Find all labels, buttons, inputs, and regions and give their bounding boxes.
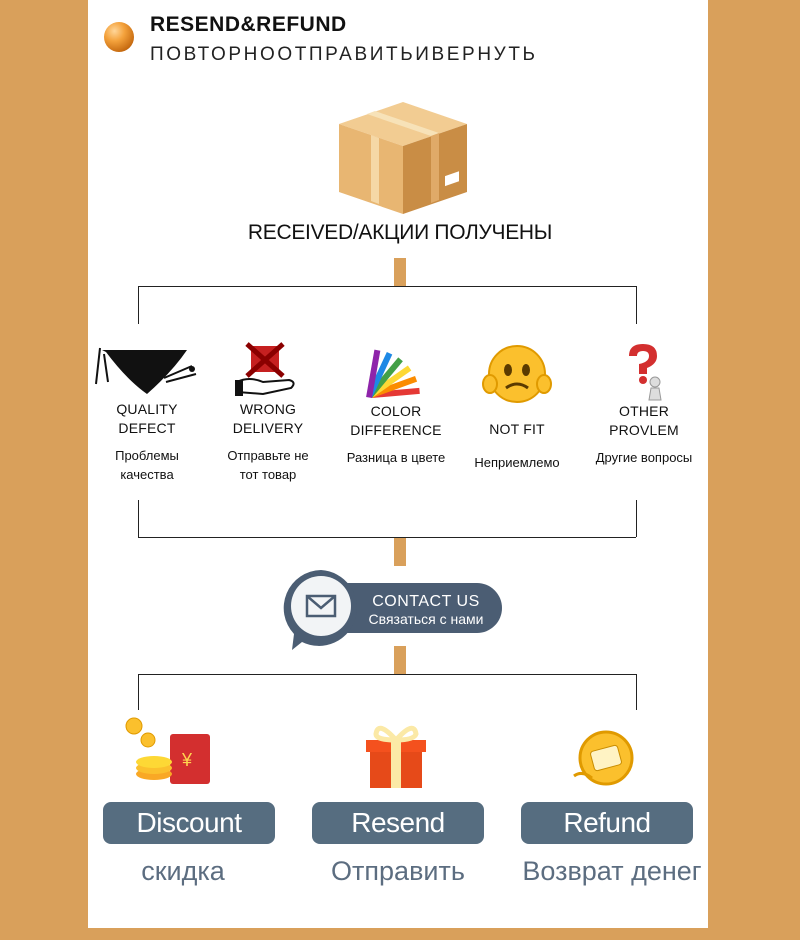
connector-bar	[394, 538, 406, 566]
envelope-icon	[283, 570, 357, 650]
problem-en-label: QUALITY DEFECT	[116, 401, 178, 436]
resend-button[interactable]: Resend	[312, 802, 484, 844]
connector-bar	[394, 258, 406, 286]
problem-quality-defect: QUALITY DEFECT Проблемы качества	[87, 342, 207, 484]
received-label: RECEIVED/АКЦИИ ПОЛУЧЕНЫ	[247, 221, 553, 244]
discount-ru-label: скидка	[141, 856, 225, 886]
tree-line	[138, 674, 636, 675]
coins-envelope-icon: ¥	[125, 717, 210, 784]
problem-not-fit: NOT FIT Неприемлемо	[457, 344, 577, 472]
refund-ru-label: Возврат денег	[522, 856, 702, 886]
problem-color-difference: COLOR DIFFERENCE Разница в цвете	[336, 344, 456, 467]
problem-ru-label: Разница в цвете	[346, 450, 446, 465]
money-coin-icon	[573, 730, 634, 786]
contact-en-label: CONTACT US	[372, 593, 480, 610]
problem-en-label: NOT FIT	[489, 421, 545, 437]
refund-button[interactable]: Refund	[521, 802, 693, 844]
tree-line	[138, 674, 139, 710]
problem-en-label: COLOR DIFFERENCE	[350, 403, 442, 438]
tree-line	[636, 286, 637, 324]
connector-bar	[394, 646, 406, 674]
gift-icon	[366, 725, 426, 788]
tree-line	[138, 537, 636, 538]
problem-ru-label: Проблемы качества	[115, 448, 179, 482]
package-box-icon	[339, 102, 467, 214]
problem-en-label: OTHER PROVLEM	[609, 403, 679, 438]
underwear-icon	[95, 347, 197, 394]
contact-ru-label: Связаться с нами	[368, 611, 484, 627]
problem-en-label: WRONG DELIVERY	[232, 401, 304, 436]
page-title: RESEND&REFUND	[150, 13, 347, 36]
problem-other: OTHER PROVLEM Другие вопросы	[584, 342, 704, 467]
problem-ru-label: Отправьте не тот товар	[227, 448, 309, 482]
orange-ball-icon	[104, 22, 134, 52]
color-swatch-icon	[366, 349, 420, 398]
tree-line	[636, 500, 637, 537]
tree-line	[636, 674, 637, 710]
problem-ru-label: Другие вопросы	[595, 450, 693, 465]
svg-text:¥: ¥	[181, 750, 193, 770]
problem-wrong-delivery: WRONG DELIVERY Отправьте не тот товар	[208, 342, 328, 484]
tree-line	[138, 286, 636, 287]
wrong-box-hand-icon	[235, 342, 295, 396]
resend-ru-label: Отправить	[331, 856, 465, 886]
problem-ru-label: Неприемлемо	[474, 455, 560, 470]
discount-button[interactable]: Discount	[103, 802, 275, 844]
tree-line	[138, 286, 139, 324]
page-subtitle: ПОВТОРНООТПРАВИТЬИВЕРНУТЬ	[150, 44, 538, 65]
question-person-icon	[629, 344, 662, 401]
tree-line	[138, 500, 139, 537]
sad-face-icon	[482, 345, 552, 403]
